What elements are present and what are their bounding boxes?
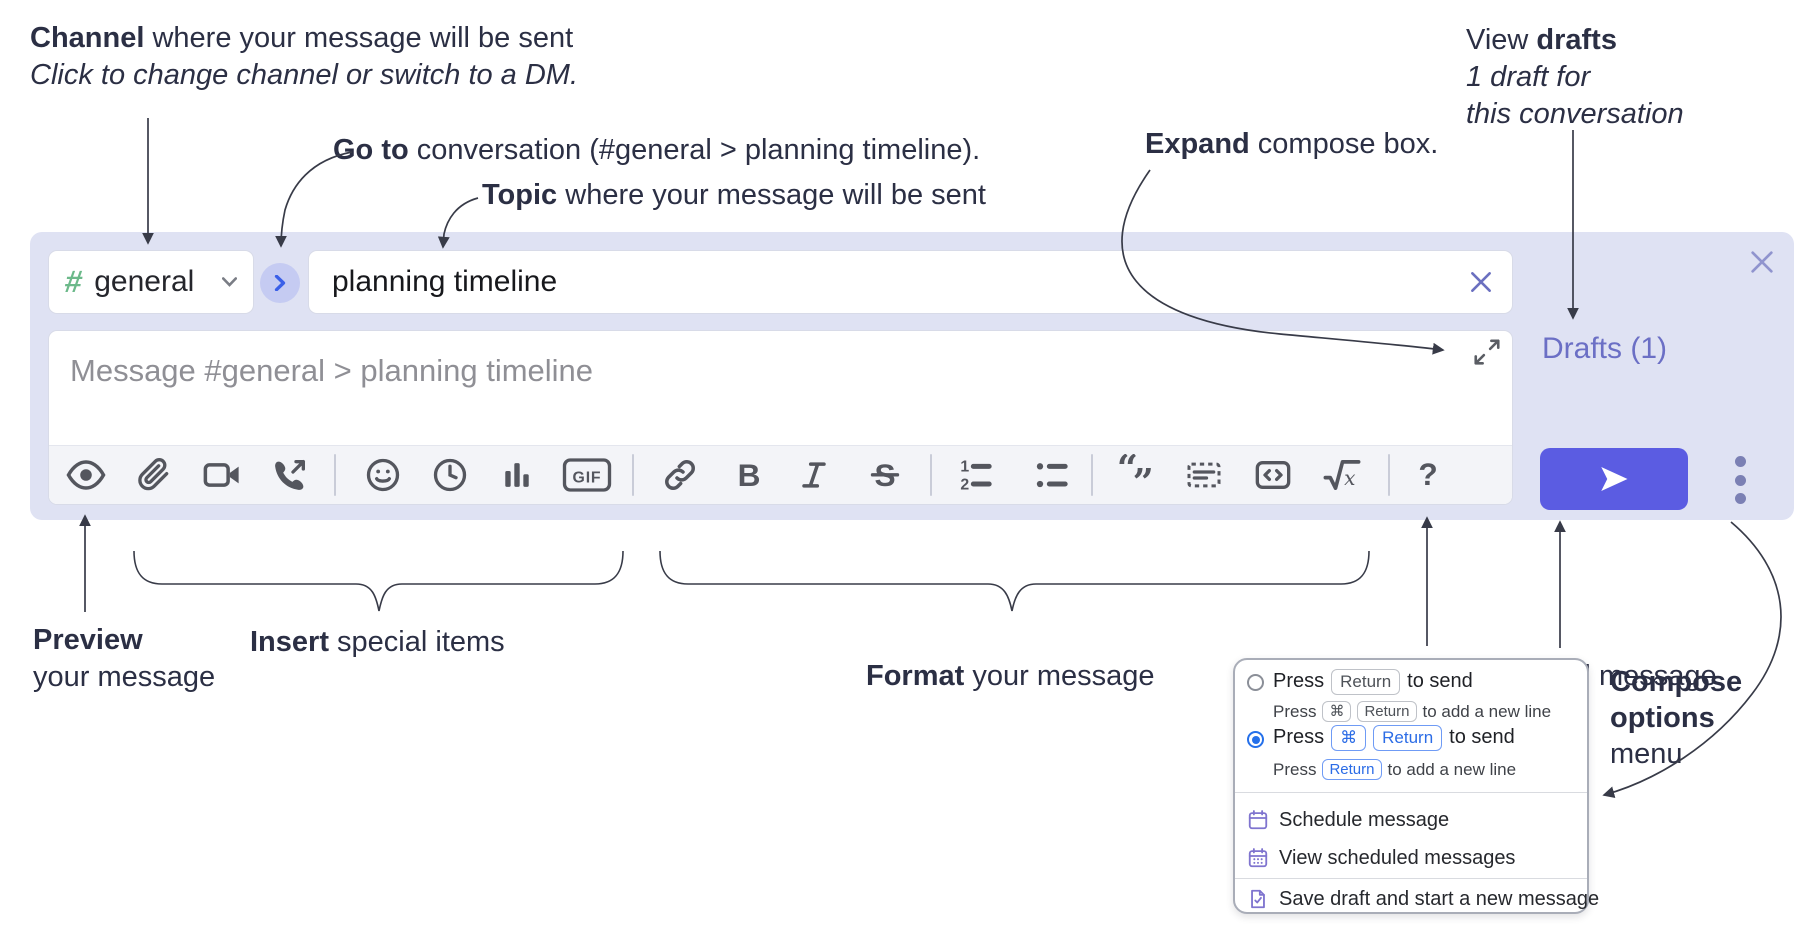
compose-options-popup: Press Return to send Press ⌘ Return to a… bbox=[1233, 658, 1599, 914]
message-input[interactable]: Message #general > planning timeline bbox=[48, 330, 1513, 505]
math-icon[interactable]: x bbox=[1320, 453, 1364, 497]
channel-note: Channel where your message will be sent … bbox=[30, 22, 579, 91]
toolbar-divider bbox=[1388, 454, 1390, 496]
cmd-key: ⌘ bbox=[1322, 701, 1352, 723]
chevron-down-icon bbox=[222, 277, 237, 287]
video-call-icon[interactable] bbox=[200, 453, 244, 497]
svg-text:B: B bbox=[738, 457, 761, 493]
drafts-link[interactable]: Drafts (1) bbox=[1542, 332, 1668, 365]
topic-note: Topic where your message will be sent bbox=[482, 179, 986, 211]
enter-option-subtext: Press ⌘ Return to add a new line bbox=[1273, 701, 1552, 723]
topic-value: planning timeline bbox=[332, 265, 558, 298]
cmd-enter-to-send-option[interactable]: Press ⌘ Return to send bbox=[1273, 725, 1515, 751]
bulleted-list-icon[interactable] bbox=[1029, 453, 1073, 497]
poll-icon[interactable] bbox=[495, 453, 539, 497]
return-key: Return bbox=[1357, 701, 1417, 723]
return-key: Return bbox=[1331, 669, 1401, 695]
return-key: Return bbox=[1373, 725, 1443, 751]
goto-note: Go to conversation (#general > planning … bbox=[333, 134, 981, 166]
popup-divider bbox=[1235, 792, 1587, 793]
menu-item-view-scheduled[interactable]: View scheduled messages bbox=[1247, 840, 1579, 876]
preview-eye-icon[interactable] bbox=[64, 453, 108, 497]
link-icon[interactable] bbox=[658, 453, 702, 497]
svg-text:x: x bbox=[1344, 466, 1356, 490]
radio-cmd-enter-to-send[interactable] bbox=[1247, 731, 1264, 748]
svg-text:1: 1 bbox=[960, 459, 969, 476]
enter-to-send-option[interactable]: Press Return to send bbox=[1273, 669, 1473, 695]
radio-enter-to-send[interactable] bbox=[1247, 674, 1264, 691]
menu-item-save-draft[interactable]: Save draft and start a new message bbox=[1247, 884, 1599, 914]
emoji-icon[interactable] bbox=[361, 453, 405, 497]
toolbar-divider bbox=[1091, 454, 1093, 496]
help-icon[interactable]: ? bbox=[1406, 453, 1450, 497]
svg-text:“: “ bbox=[1117, 454, 1138, 489]
channel-name: general bbox=[94, 265, 195, 298]
popup-divider bbox=[1235, 878, 1587, 879]
voice-call-icon[interactable] bbox=[268, 453, 312, 497]
send-icon bbox=[1601, 467, 1628, 491]
channel-selector[interactable]: # general bbox=[48, 250, 254, 314]
quote-icon[interactable]: “” bbox=[1115, 453, 1159, 497]
toolbar-divider bbox=[930, 454, 932, 496]
svg-text:?: ? bbox=[1418, 456, 1437, 492]
toolbar-divider bbox=[334, 454, 336, 496]
svg-text:GIF: GIF bbox=[573, 470, 602, 487]
document-check-icon bbox=[1251, 889, 1265, 909]
strikethrough-icon[interactable]: S bbox=[863, 453, 907, 497]
topic-input[interactable]: planning timeline bbox=[308, 250, 1513, 314]
code-icon[interactable] bbox=[1251, 453, 1295, 497]
channel-hash-icon: # bbox=[62, 264, 85, 299]
svg-text:”: ” bbox=[1133, 459, 1154, 496]
clear-topic-icon[interactable] bbox=[1468, 269, 1494, 295]
bold-icon[interactable]: B bbox=[727, 453, 771, 497]
close-compose-icon[interactable] bbox=[1748, 248, 1776, 276]
preview-note: Preview your message bbox=[33, 624, 216, 693]
spoiler-icon[interactable] bbox=[1182, 453, 1226, 497]
expand-compose-icon[interactable] bbox=[1472, 337, 1502, 367]
return-key: Return bbox=[1322, 759, 1382, 781]
insert-note: Insert special items bbox=[250, 626, 505, 658]
compose-options-kebab-icon[interactable] bbox=[1728, 456, 1752, 504]
calendar-grid-icon bbox=[1248, 848, 1268, 868]
svg-text:2: 2 bbox=[960, 476, 969, 493]
gif-icon[interactable]: GIF bbox=[561, 453, 613, 497]
attach-file-icon[interactable] bbox=[131, 453, 175, 497]
drafts-note: View drafts 1 draft for this conversatio… bbox=[1466, 24, 1684, 130]
global-time-icon[interactable] bbox=[428, 453, 472, 497]
compose-box: # general planning timeline Drafts (1) M… bbox=[30, 232, 1794, 520]
format-note: Format your message bbox=[866, 660, 1155, 692]
compose-options-note: Compose options menu bbox=[1610, 666, 1743, 770]
calendar-icon bbox=[1248, 810, 1268, 830]
message-placeholder: Message #general > planning timeline bbox=[70, 353, 594, 388]
italic-icon[interactable] bbox=[792, 453, 836, 497]
menu-item-schedule-message[interactable]: Schedule message bbox=[1247, 802, 1579, 838]
cmd-enter-option-subtext: Press Return to add a new line bbox=[1273, 759, 1517, 781]
go-to-conversation-button[interactable] bbox=[260, 263, 300, 303]
expand-note: Expand compose box. bbox=[1145, 128, 1439, 160]
toolbar-divider bbox=[632, 454, 634, 496]
cmd-key: ⌘ bbox=[1331, 725, 1367, 751]
send-button[interactable] bbox=[1540, 448, 1688, 510]
chevron-right-icon bbox=[274, 275, 286, 291]
